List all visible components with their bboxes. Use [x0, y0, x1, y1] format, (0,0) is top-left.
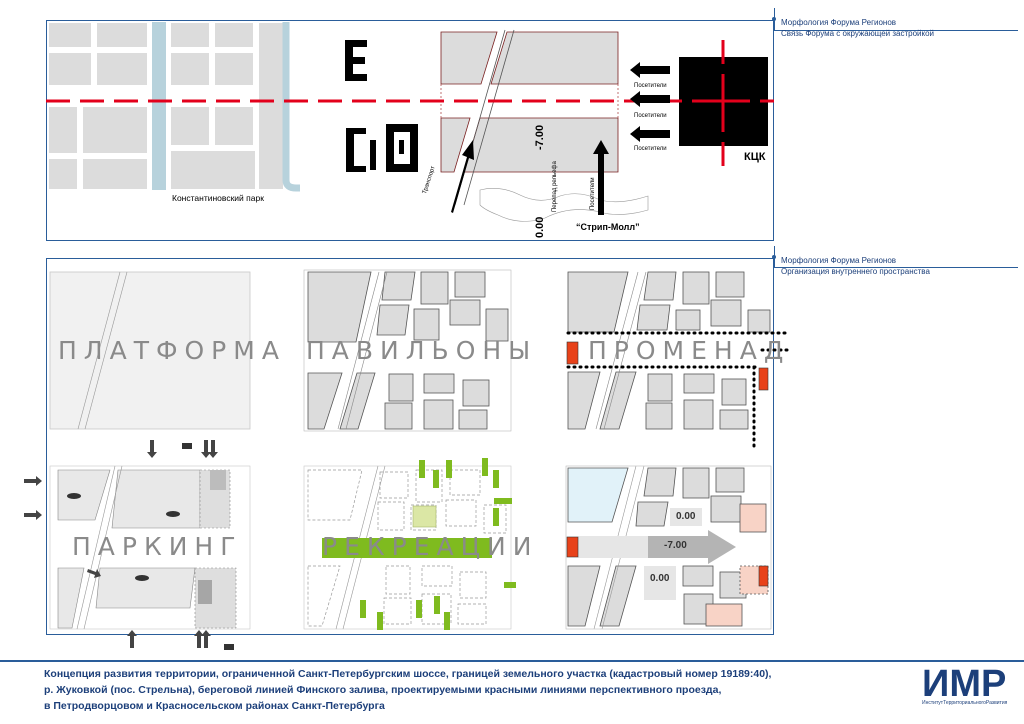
top-header-rule: [774, 30, 1018, 31]
imr-logo-mark: ИМР: [922, 663, 1006, 705]
bottom-section-subtitle: Организация внутреннего пространства: [781, 267, 930, 276]
bottom-header-dot: [772, 255, 776, 259]
logo-subtitle: ИнститутТерриториальногоРазвития: [922, 700, 1008, 706]
pavilions-diagram: [307, 271, 509, 430]
top-header-dot: [772, 17, 776, 21]
top-section-subtitle: Связь Форума с окружающей застройкой: [781, 29, 935, 38]
bottom-section-title: Морфология Форума Регионов: [781, 256, 897, 265]
visitors-label-2: Посетители: [634, 113, 667, 119]
level-bottom-value: 0.00: [650, 573, 670, 584]
bottom-section-heading: Морфология Форума Регионов Организация в…: [781, 255, 930, 277]
platform-label: ПЛАТФОРМА: [58, 336, 286, 365]
top-section-title: Морфология Форума Регионов: [781, 18, 897, 27]
transport-arrow: [451, 140, 474, 213]
park-label: Константиновский парк: [172, 193, 264, 203]
strip-mall-blocks: [440, 31, 619, 173]
logo-letters: ИМР: [922, 664, 1006, 700]
promenade-dotted-path: [566, 331, 790, 450]
parking-diagram: [49, 465, 251, 630]
coastline: [479, 188, 649, 222]
footer-line-2: р. Жуковкой (пос. Стрельна), береговой л…: [44, 684, 722, 696]
promenade-diagram: [567, 271, 771, 430]
level-middle-value: -7.00: [664, 540, 687, 551]
canal-curve: [282, 22, 300, 192]
level-entry-left: [566, 536, 579, 558]
imr-logo: ИМР: [920, 663, 1016, 705]
visitor-arrows: [630, 62, 670, 142]
levels-diagram: [565, 465, 772, 630]
platform-diagram: [49, 271, 251, 430]
visitors-label-1: Посетители: [634, 83, 667, 89]
canal: [152, 22, 166, 190]
bottom-panel-frame: [46, 258, 774, 635]
recreation-greens: [322, 458, 516, 630]
visitors-label-3: Посетители: [634, 146, 667, 152]
level-entry-right: [758, 565, 769, 587]
level-top-value: 0.00: [676, 511, 696, 522]
pavilions-label: ПАВИЛЬОНЫ: [306, 336, 538, 365]
recreation-diagram: [303, 458, 516, 630]
top-panel-frame: [46, 20, 774, 241]
strip-mall-arrow: [593, 140, 609, 215]
footer-caption: Концепция развития территории, ограничен…: [44, 666, 864, 714]
promenade-entry-right: [758, 367, 769, 391]
strip-mall-label: “Стрип-Молл”: [576, 222, 640, 232]
footer-line-1: Концепция развития территории, ограничен…: [44, 668, 772, 680]
park-grid: [47, 21, 285, 191]
parking-label: ПАРКИНГ: [72, 532, 243, 561]
ramp-arrow: [648, 530, 736, 564]
footer-rule: [0, 660, 1024, 662]
parking-arrows: [24, 440, 218, 648]
recreation-label: РЕКРЕАЦИИ: [322, 532, 539, 561]
promenade-label: ПРОМЕНАД: [588, 336, 791, 365]
palace-silhouette: [345, 40, 418, 172]
promenade-entry-left: [566, 341, 579, 365]
top-section-heading: Морфология Форума Регионов Связь Форума …: [781, 17, 934, 39]
parking-cars: [67, 443, 234, 650]
kck-label: КЦК: [744, 151, 766, 163]
bottom-header-rule: [774, 267, 1018, 268]
footer-line-3: в Петродворцовом и Красносельском района…: [44, 700, 385, 712]
